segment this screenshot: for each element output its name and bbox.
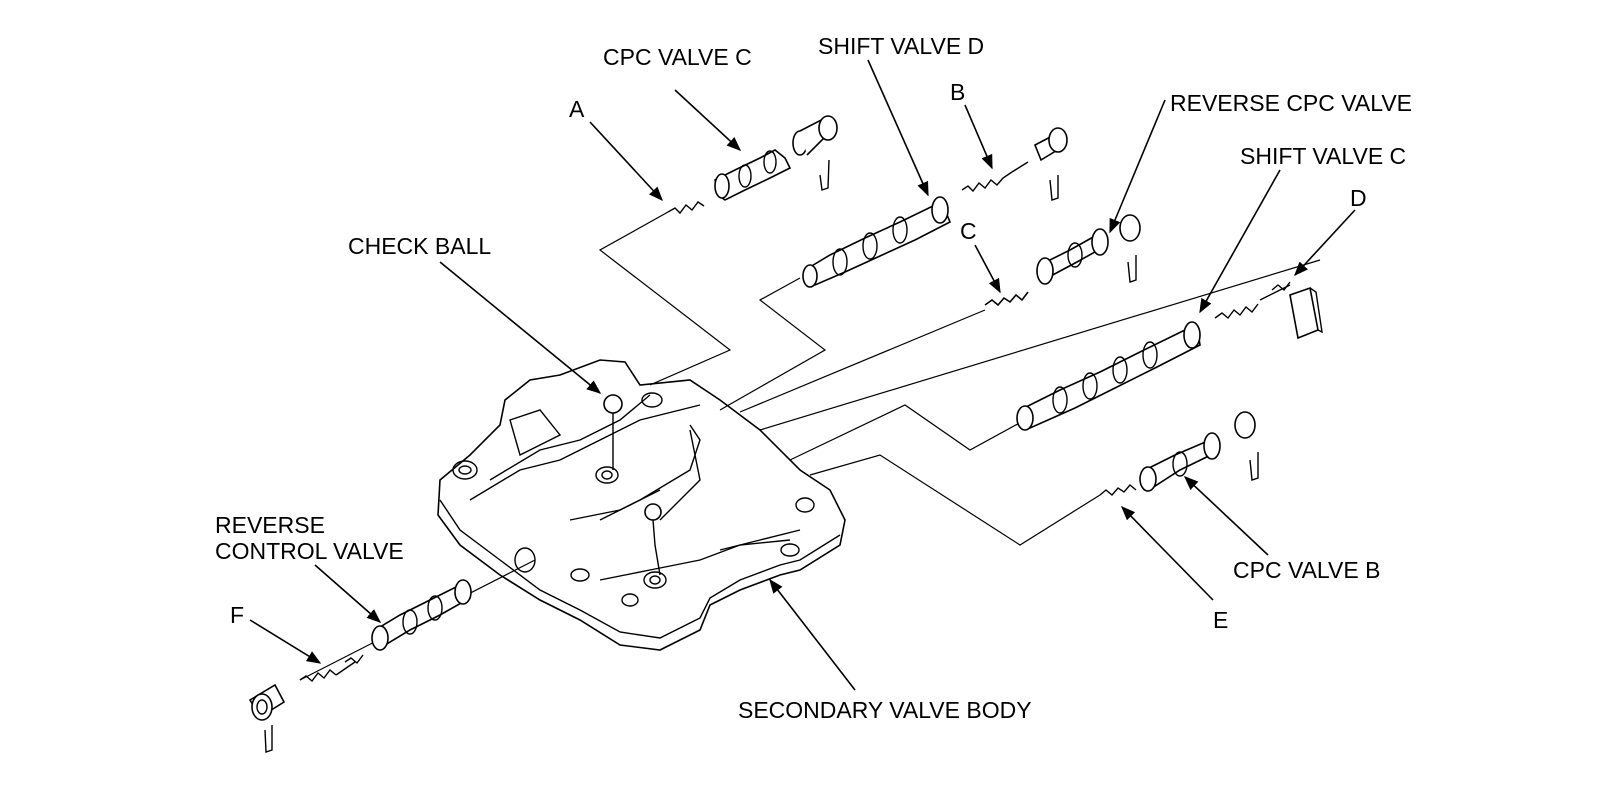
reverse-control-valve-arrow xyxy=(314,564,382,623)
reverse-cpc-valve-label: REVERSE CPC VALVE xyxy=(1170,90,1413,116)
reverse-control-valve-part xyxy=(248,579,472,753)
f-arrow xyxy=(249,619,322,664)
shift-valve-c-label: SHIFT VALVE C xyxy=(1240,143,1407,169)
cpc-valve-c-arrow xyxy=(674,89,742,151)
cpc-valve-c-part xyxy=(667,115,838,215)
check-ball-part xyxy=(603,394,662,576)
b-arrow xyxy=(964,104,993,170)
cpc-valve-b-arrow xyxy=(1183,476,1269,556)
e-arrow xyxy=(1120,505,1214,601)
secondary-valve-body-part xyxy=(437,359,846,651)
cpc-valve-b-label: CPC VALVE B xyxy=(1233,557,1381,583)
check-ball-arrow xyxy=(439,261,602,394)
shift-valve-c-part xyxy=(1016,281,1323,431)
cpc-valve-b-part xyxy=(1099,411,1259,496)
f-label: F xyxy=(230,602,245,628)
shift-valve-d-part xyxy=(802,127,1068,288)
b-label: B xyxy=(950,79,966,105)
a-arrow xyxy=(589,121,663,202)
reverse-cpc-valve-arrow xyxy=(1109,99,1166,234)
c-label: C xyxy=(960,218,977,244)
d-arrow xyxy=(1294,209,1356,277)
shift-valve-d-arrow xyxy=(867,59,929,197)
shift-valve-d-label: SHIFT VALVE D xyxy=(818,33,985,59)
e-label: E xyxy=(1213,607,1229,633)
secondary-valve-body-arrow xyxy=(769,578,856,691)
leader-arrows xyxy=(249,59,1356,691)
shift-valve-c-arrow xyxy=(1199,169,1281,314)
a-label: A xyxy=(569,96,585,122)
check-ball-label: CHECK BALL xyxy=(348,233,492,259)
secondary-valve-body-label: SECONDARY VALVE BODY xyxy=(738,697,1032,723)
c-arrow xyxy=(974,244,1001,294)
cpc-valve-c-label: CPC VALVE C xyxy=(603,44,752,70)
reverse-cpc-valve-part xyxy=(984,214,1141,307)
d-label: D xyxy=(1350,185,1367,211)
reverse-control-valve-label: REVERSE CONTROL VALVE xyxy=(215,512,404,564)
